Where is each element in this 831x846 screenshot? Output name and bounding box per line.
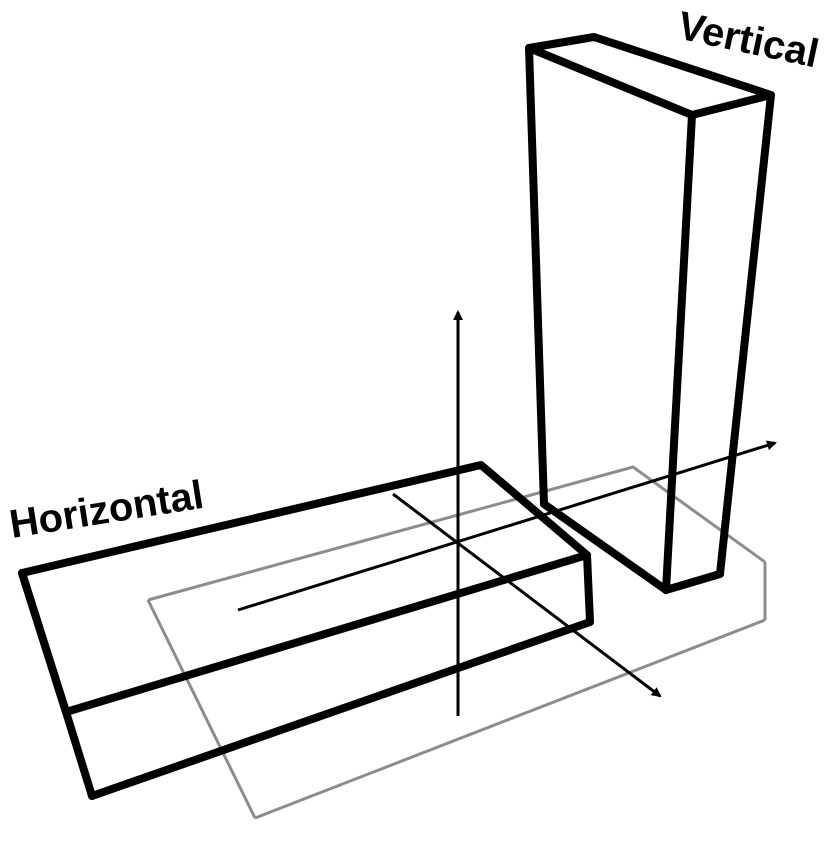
vertical-block-front-edge [662, 111, 696, 594]
ghost-base-left-edge [146, 599, 257, 819]
vertical-block [525, 33, 775, 594]
horizontal-block-front-edge [62, 708, 96, 800]
lateral-axis [392, 492, 662, 698]
vertical-label: Vertical [674, 4, 822, 77]
vertical-block-left-edge [525, 44, 548, 508]
horizontal-block-left-edge [18, 569, 70, 716]
ghost-base-bottom-edge [254, 618, 766, 820]
vertical-block-base-diagonal [540, 500, 670, 594]
horizontal-block [18, 461, 594, 800]
vertical-block-bottom-edge [662, 570, 724, 594]
horizontal-block-bottom-edge [88, 618, 594, 800]
vertical-block-right-edge [716, 91, 775, 578]
depth-axis [237, 440, 777, 612]
axes [237, 310, 777, 716]
horizontal-block-right-edge [583, 551, 594, 626]
